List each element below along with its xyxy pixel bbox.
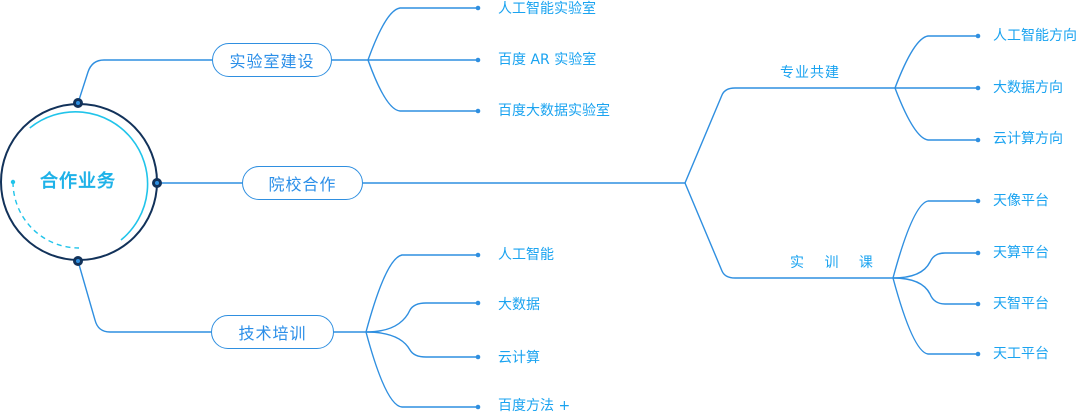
connector-tech-item-2 (365, 302, 479, 333)
training-item-tiansuan: 天算平台 (993, 245, 1049, 261)
tech-item-baidu-method: 百度方法 + (498, 398, 571, 413)
connector-tech-item-3 (365, 331, 479, 358)
training-item-tianxiang: 天像平台 (993, 193, 1049, 209)
lab-construction-node[interactable]: 实验室建设 (212, 43, 332, 77)
connector-training-item-4 (892, 277, 979, 355)
connector-training-item-1 (892, 200, 979, 279)
connector-center-tech (77, 260, 213, 333)
school-sub-training: 实 训 课 (790, 255, 881, 271)
connector-major-item-1 (894, 35, 979, 89)
training-item-tiangong: 天工平台 (993, 346, 1049, 362)
connector-training-item-3 (892, 277, 979, 305)
connector-center-lab (77, 59, 213, 104)
school-sub-major: 专业共建 (780, 65, 840, 81)
connector-tech-item-1 (365, 254, 479, 333)
tech-item-bigdata: 大数据 (498, 297, 540, 313)
school-cooperation-node[interactable]: 院校合作 (242, 166, 363, 200)
tech-training-node[interactable]: 技术培训 (211, 315, 334, 349)
connector-lab-item-1 (367, 7, 479, 61)
lab-item-ar-lab: 百度 AR 实验室 (498, 52, 597, 68)
ring-knobs (73, 98, 162, 266)
tech-item-ai: 人工智能 (498, 247, 554, 263)
lab-item-ai-lab: 人工智能实验室 (498, 1, 596, 17)
major-item-bigdata: 大数据方向 (993, 80, 1063, 96)
center-node-label: 合作业务 (40, 171, 116, 192)
tech-item-cloud: 云计算 (498, 350, 540, 366)
connector-training-item-2 (892, 252, 979, 279)
major-item-ai: 人工智能方向 (993, 28, 1077, 44)
connector-tech-item-4 (365, 331, 479, 408)
lab-item-bigdata-lab: 百度大数据实验室 (498, 103, 610, 119)
connector-school-training (684, 182, 894, 279)
endpoint-dots (475, 5, 981, 410)
connector-school-major (684, 87, 896, 184)
training-item-tianzhi: 天智平台 (993, 296, 1049, 312)
major-item-cloud: 云计算方向 (993, 131, 1063, 147)
connector-lab-item-3 (367, 59, 479, 112)
connector-major-item-3 (894, 87, 979, 141)
